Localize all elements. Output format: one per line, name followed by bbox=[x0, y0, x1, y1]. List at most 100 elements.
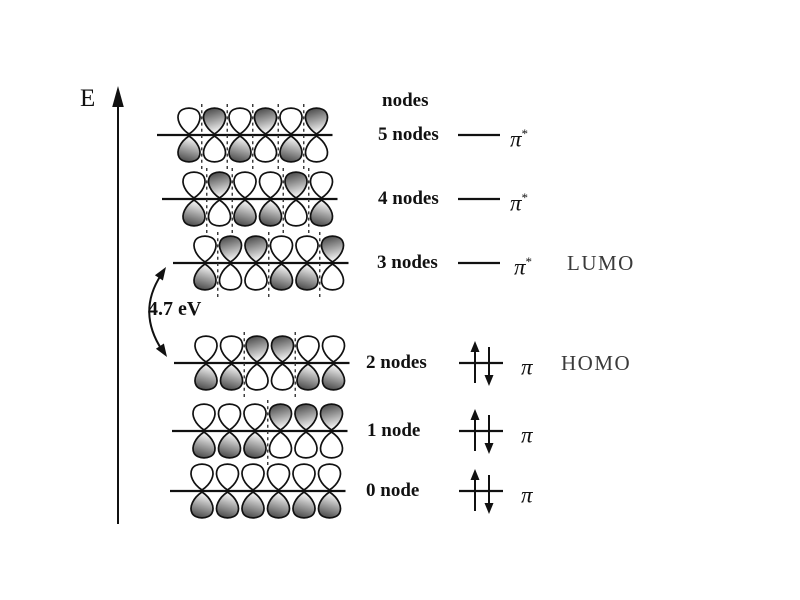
p-orbital-bottom-lobe bbox=[279, 135, 303, 163]
energy-axis-label: E bbox=[80, 85, 96, 112]
homo-tag: HOMO bbox=[561, 351, 632, 375]
p-orbital-bottom-lobe bbox=[217, 431, 242, 459]
orbital-row-0-node bbox=[170, 463, 346, 519]
p-orbital-top-lobe bbox=[182, 171, 206, 199]
orbital-symbol-psi3: π bbox=[521, 348, 533, 382]
p-orbital-top-lobe bbox=[193, 235, 217, 263]
p-orbital-top-lobe bbox=[295, 235, 319, 263]
pi-symbol: π bbox=[521, 482, 533, 508]
electron-pair-0-node bbox=[459, 469, 503, 514]
level-label-4-nodes: 4 nodes bbox=[378, 188, 439, 209]
p-orbital-bottom-lobe bbox=[190, 491, 214, 519]
p-orbital-bottom-lobe bbox=[193, 263, 217, 291]
p-orbital-bottom-lobe bbox=[269, 263, 294, 291]
p-orbital-bottom-lobe bbox=[244, 263, 268, 291]
spin-up-arrowhead bbox=[470, 469, 480, 480]
energy-gap-arrow bbox=[148, 267, 167, 357]
p-orbital-top-lobe bbox=[294, 403, 318, 431]
spin-down-arrowhead bbox=[484, 375, 494, 386]
p-orbital-bottom-lobe bbox=[219, 363, 244, 391]
nodes-column-header: nodes bbox=[382, 90, 429, 111]
p-orbital-top-lobe bbox=[192, 403, 216, 431]
p-orbital-top-lobe bbox=[266, 463, 291, 491]
p-orbital-bottom-lobe bbox=[292, 491, 316, 519]
energy-axis bbox=[112, 86, 124, 524]
orbital-symbol-psi1: π bbox=[521, 476, 533, 510]
orbital-row-2-nodes bbox=[174, 332, 350, 398]
p-orbital-top-lobe bbox=[270, 335, 295, 363]
pi-symbol: π bbox=[514, 254, 526, 280]
p-orbital-top-lobe bbox=[202, 107, 227, 135]
p-orbital-bottom-lobe bbox=[270, 363, 295, 391]
p-orbital-bottom-lobe bbox=[295, 263, 319, 291]
p-orbital-bottom-lobe bbox=[194, 363, 218, 391]
electron-pair-2-nodes bbox=[459, 341, 503, 386]
orbital-row-4-nodes bbox=[162, 168, 338, 234]
level-label-3-nodes: 3 nodes bbox=[377, 252, 438, 273]
p-orbital-top-lobe bbox=[194, 335, 218, 363]
pi-star: * bbox=[521, 126, 529, 141]
p-orbital-top-lobe bbox=[243, 403, 267, 431]
pi-symbol: π bbox=[521, 354, 533, 380]
orbital-symbol-psi6: π* bbox=[510, 120, 528, 154]
p-orbital-bottom-lobe bbox=[294, 431, 318, 459]
energy-axis-arrowhead bbox=[112, 86, 124, 107]
p-orbital-bottom-lobe bbox=[182, 199, 206, 227]
p-orbital-top-lobe bbox=[215, 463, 240, 491]
p-orbital-bottom-lobe bbox=[177, 135, 201, 163]
p-orbital-top-lobe bbox=[268, 403, 293, 431]
p-orbital-top-lobe bbox=[296, 335, 320, 363]
p-orbital-top-lobe bbox=[233, 171, 257, 199]
pi-symbol: π bbox=[510, 126, 522, 152]
p-orbital-top-lobe bbox=[258, 171, 283, 199]
level-label-0-node: 0 node bbox=[366, 480, 420, 501]
p-orbital-top-lobe bbox=[304, 107, 329, 135]
gap-energy-label: 4.7 eV bbox=[148, 298, 202, 320]
p-orbital-top-lobe bbox=[228, 107, 252, 135]
lumo-tag: LUMO bbox=[567, 251, 635, 275]
p-orbital-top-lobe bbox=[319, 403, 344, 431]
orbital-symbol-psi2: π bbox=[521, 416, 533, 450]
p-orbital-top-lobe bbox=[219, 335, 244, 363]
p-orbital-top-lobe bbox=[320, 235, 345, 263]
p-orbital-bottom-lobe bbox=[218, 263, 243, 291]
p-orbital-bottom-lobe bbox=[207, 199, 232, 227]
pi-symbol: π bbox=[521, 422, 533, 448]
p-orbital-bottom-lobe bbox=[320, 263, 345, 291]
orbital-symbol-psi5: π* bbox=[510, 184, 528, 218]
pi-symbol: π bbox=[510, 190, 522, 216]
spin-up-arrowhead bbox=[470, 409, 480, 420]
spin-down-arrowhead bbox=[484, 443, 494, 454]
p-orbital-top-lobe bbox=[207, 171, 232, 199]
orbital-row-3-nodes bbox=[173, 232, 349, 298]
p-orbital-top-lobe bbox=[177, 107, 201, 135]
p-orbital-top-lobe bbox=[241, 463, 265, 491]
p-orbital-top-lobe bbox=[217, 403, 242, 431]
p-orbital-bottom-lobe bbox=[215, 491, 240, 519]
p-orbital-bottom-lobe bbox=[309, 199, 334, 227]
p-orbital-bottom-lobe bbox=[296, 363, 320, 391]
p-orbital-top-lobe bbox=[279, 107, 303, 135]
pi-star: * bbox=[521, 190, 529, 205]
level-label-1-node: 1 node bbox=[367, 420, 421, 441]
p-orbital-top-lobe bbox=[218, 235, 243, 263]
p-orbital-top-lobe bbox=[317, 463, 342, 491]
p-orbital-top-lobe bbox=[190, 463, 214, 491]
p-orbital-top-lobe bbox=[292, 463, 316, 491]
p-orbital-top-lobe bbox=[284, 171, 308, 199]
gap-arrowhead-up bbox=[154, 267, 166, 281]
p-orbital-bottom-lobe bbox=[192, 431, 216, 459]
electron-pair-1-node bbox=[459, 409, 503, 454]
p-orbital-bottom-lobe bbox=[241, 491, 265, 519]
p-orbital-top-lobe bbox=[245, 335, 269, 363]
p-orbital-top-lobe bbox=[253, 107, 278, 135]
p-orbital-bottom-lobe bbox=[258, 199, 283, 227]
p-orbital-bottom-lobe bbox=[319, 431, 344, 459]
p-orbital-top-lobe bbox=[269, 235, 294, 263]
p-orbital-bottom-lobe bbox=[245, 363, 269, 391]
gap-arrowhead-down bbox=[155, 343, 167, 357]
level-label-2-nodes: 2 nodes bbox=[366, 352, 427, 373]
orbital-rows bbox=[157, 104, 503, 519]
